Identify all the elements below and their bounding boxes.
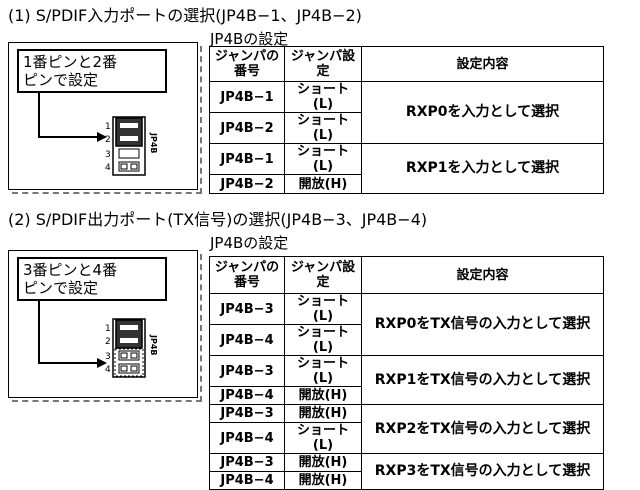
content-cell: RXP3をTX信号の入力として選択 bbox=[361, 453, 604, 490]
setting-cell: 開放(H) bbox=[284, 453, 362, 472]
section1-heading: (1) S/PDIF入力ポートの選択(JP4B−1、JP4B−2) bbox=[8, 6, 362, 25]
jumper-cell: JP4B−3 bbox=[209, 404, 285, 423]
setting-cell: ショート(L) bbox=[284, 355, 362, 387]
table-row: JP4B−2 ショート(L) bbox=[209, 112, 604, 144]
jumper-cap-slot bbox=[120, 136, 138, 141]
jumper-cap-slot bbox=[120, 123, 138, 128]
pins-3-4-highlight bbox=[114, 348, 144, 377]
pin-square bbox=[130, 365, 138, 372]
jumper-cell: JP4B−4 bbox=[209, 324, 285, 356]
section2-callout: 3番ピンと4番 ピンで設定 bbox=[17, 257, 167, 301]
content-cell: RXP2をTX信号の入力として選択 bbox=[361, 404, 604, 454]
column-header: ジャンパの番号 bbox=[209, 256, 285, 294]
jumper-cell: JP4B−2 bbox=[209, 174, 285, 194]
section1-figure: 1番ピンと2番 ピンで設定 1 2 3 4 JP4B bbox=[8, 42, 198, 190]
pin-number: 2 bbox=[105, 337, 111, 347]
setting-cell: 開放(H) bbox=[284, 471, 362, 490]
pin-number: 1 bbox=[105, 122, 111, 132]
column-header: 設定内容 bbox=[361, 46, 604, 82]
section1-settings-table: ジャンパの番号 ジャンパ設定 設定内容 JP4B−1 ショート(L) RXP0を… bbox=[209, 46, 604, 194]
column-header: 設定内容 bbox=[361, 256, 604, 294]
pin-square bbox=[120, 365, 128, 372]
callout-line: 3番ピンと4番 bbox=[23, 261, 118, 279]
pin-4 bbox=[118, 363, 140, 374]
jumper-cap-slot bbox=[120, 338, 138, 343]
connector-label: JP4B bbox=[149, 334, 158, 356]
pin-number: 4 bbox=[105, 163, 111, 173]
pin-square bbox=[120, 352, 128, 359]
pin-number: 1 bbox=[105, 324, 111, 334]
callout-line: ピンで設定 bbox=[23, 279, 99, 297]
setting-cell: 開放(H) bbox=[284, 174, 362, 194]
section2-table-caption: JP4Bの設定 bbox=[210, 234, 289, 252]
setting-cell: ショート(L) bbox=[284, 143, 362, 175]
table-header-row: ジャンパの番号 ジャンパ設定 設定内容 bbox=[209, 46, 604, 82]
table-row: JP4B−2 開放(H) bbox=[209, 174, 604, 194]
pin-4 bbox=[118, 161, 140, 172]
pin-square bbox=[130, 352, 138, 359]
setting-cell: ショート(L) bbox=[284, 324, 362, 356]
pin-4-square bbox=[130, 163, 138, 170]
connector-label: JP4B bbox=[149, 132, 158, 154]
setting-cell: ショート(L) bbox=[284, 293, 362, 325]
setting-cell: 開放(H) bbox=[284, 404, 362, 423]
arrowhead-icon bbox=[97, 358, 107, 368]
jumper-cell: JP4B−3 bbox=[209, 355, 285, 387]
jumper-cell: JP4B−1 bbox=[209, 81, 285, 113]
jumper-cell: JP4B−4 bbox=[209, 471, 285, 490]
pin-number: 3 bbox=[105, 352, 111, 362]
pin-number: 2 bbox=[105, 135, 111, 145]
arrowhead-icon bbox=[97, 132, 107, 142]
jumper-cap-slot bbox=[120, 325, 138, 330]
section2-figure: 3番ピンと4番 ピンで設定 1 2 3 4 JP4B bbox=[8, 250, 198, 398]
jumper-cap bbox=[115, 319, 143, 349]
table-row: JP4B−4 ショート(L) bbox=[209, 324, 604, 356]
section1-jumper-diagram: 1 2 3 4 JP4B bbox=[38, 93, 158, 176]
jumper-cell: JP4B−3 bbox=[209, 453, 285, 472]
pin-3 bbox=[118, 350, 140, 361]
callout-arrow bbox=[38, 93, 99, 138]
content-cell: RXP1を入力として選択 bbox=[361, 143, 604, 194]
table-row: JP4B−3 開放(H) RXP3をTX信号の入力として選択 bbox=[209, 453, 604, 490]
section2-heading: (2) S/PDIF出力ポート(TX信号)の選択(JP4B−3、JP4B−4) bbox=[8, 210, 428, 229]
jumper-cell: JP4B−3 bbox=[209, 293, 285, 325]
jumper-cap bbox=[115, 117, 143, 147]
column-header: ジャンパ設定 bbox=[284, 46, 362, 82]
pin-number: 4 bbox=[105, 365, 111, 375]
table-header-row: ジャンパの番号 ジャンパ設定 設定内容 bbox=[209, 256, 604, 294]
callout-line: ピンで設定 bbox=[23, 71, 99, 89]
setting-cell: ショート(L) bbox=[284, 112, 362, 144]
section2-figure-shadow bbox=[12, 254, 202, 402]
table-row: JP4B−1 ショート(L) RXP1を入力として選択 bbox=[209, 143, 604, 194]
content-cell: RXP0をTX信号の入力として選択 bbox=[361, 293, 604, 356]
table-row: JP4B−3 開放(H) RXP2をTX信号の入力として選択 bbox=[209, 404, 604, 454]
column-header: ジャンパの番号 bbox=[209, 46, 285, 82]
setting-cell: ショート(L) bbox=[284, 81, 362, 113]
pin-4-square bbox=[120, 163, 128, 170]
setting-cell: ショート(L) bbox=[284, 422, 362, 454]
section2-jumper-diagram: 1 2 3 4 JP4B bbox=[38, 301, 158, 378]
table-row: JP4B−1 ショート(L) RXP0を入力として選択 bbox=[209, 81, 604, 144]
callout-line: 1番ピンと2番 bbox=[23, 53, 118, 71]
pin-3 bbox=[118, 148, 140, 159]
jumper-cell: JP4B−4 bbox=[209, 386, 285, 405]
jumper-cell: JP4B−1 bbox=[209, 143, 285, 175]
jumper-cell: JP4B−2 bbox=[209, 112, 285, 144]
table-row: JP4B−3 ショート(L) RXP0をTX信号の入力として選択 bbox=[209, 293, 604, 356]
jumper-cell: JP4B−4 bbox=[209, 422, 285, 454]
content-cell: RXP0を入力として選択 bbox=[361, 81, 604, 144]
column-header: ジャンパ設定 bbox=[284, 256, 362, 294]
setting-cell: 開放(H) bbox=[284, 386, 362, 405]
content-cell: RXP1をTX信号の入力として選択 bbox=[361, 355, 604, 405]
section1-figure-shadow bbox=[12, 46, 202, 194]
section2-settings-table: ジャンパの番号 ジャンパ設定 設定内容 JP4B−3 ショート(L) RXP0を… bbox=[209, 256, 604, 490]
section1-callout: 1番ピンと2番 ピンで設定 bbox=[17, 49, 167, 93]
table-row: JP4B−3 ショート(L) RXP1をTX信号の入力として選択 bbox=[209, 355, 604, 405]
pin-number: 3 bbox=[105, 150, 111, 160]
section1-table-caption: JP4Bの設定 bbox=[210, 30, 289, 48]
callout-arrow bbox=[38, 301, 99, 364]
